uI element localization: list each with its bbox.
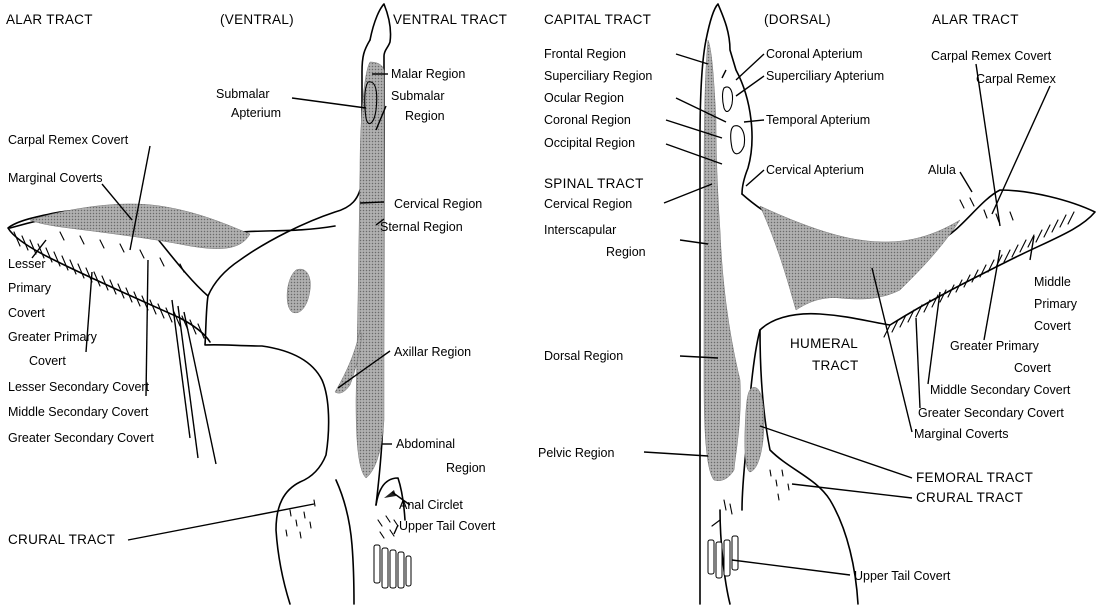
label-pelvic-region: Pelvic Region	[538, 446, 614, 460]
label-marginal-coverts-dorsal: Marginal Coverts	[914, 427, 1008, 441]
label-interscapular-region-1: Interscapular	[544, 223, 616, 237]
label-greater-primary-covert-dorsal-2: Covert	[1014, 361, 1051, 375]
dorsal-femoral-shading	[745, 387, 764, 472]
label-upper-tail-covert-ventral: Upper Tail Covert	[399, 519, 496, 533]
label-greater-secondary-covert-ventral: Greater Secondary Covert	[8, 431, 154, 445]
label-lesser-secondary-covert: Lesser Secondary Covert	[8, 380, 150, 394]
label-greater-primary-covert-dorsal-1: Greater Primary	[950, 339, 1040, 353]
ventral-body-outline	[8, 4, 405, 604]
label-abdominal-region-1: Abdominal	[396, 437, 455, 451]
label-crural-tract-ventral: CRURAL TRACT	[8, 532, 115, 547]
label-sternal-region: Sternal Region	[380, 220, 463, 234]
label-anal-circlet: Anal Circlet	[399, 498, 463, 512]
ventral-humeral-patch	[287, 269, 310, 313]
label-capital-tract: CAPITAL TRACT	[544, 12, 651, 27]
label-dorsal-view: (DORSAL)	[764, 12, 831, 27]
label-middle-primary-covert-1: Middle	[1034, 275, 1071, 289]
label-axillar-region: Axillar Region	[394, 345, 471, 359]
label-marginal-coverts-ventral: Marginal Coverts	[8, 171, 102, 185]
label-middle-secondary-covert-ventral: Middle Secondary Covert	[8, 405, 149, 419]
label-crural-tract-dorsal: CRURAL TRACT	[916, 490, 1023, 505]
label-humeral-tract-2: TRACT	[812, 358, 859, 373]
label-greater-primary-covert-1: Greater Primary	[8, 330, 98, 344]
label-femoral-tract: FEMORAL TRACT	[916, 470, 1033, 485]
label-superciliary-region: Superciliary Region	[544, 69, 652, 83]
label-interscapular-region-2: Region	[606, 245, 646, 259]
dorsal-coronal-apterium	[723, 87, 733, 112]
ventral-view	[8, 4, 411, 604]
label-carpal-remex-covert-ventral: Carpal Remex Covert	[8, 133, 129, 147]
label-submalar-apterium-2: Apterium	[231, 106, 281, 120]
label-ventral-view: (VENTRAL)	[220, 12, 294, 27]
label-submalar-region-1: Submalar	[391, 89, 445, 103]
leader-lines	[32, 54, 1050, 575]
label-carpal-remex: Carpal Remex	[976, 72, 1057, 86]
label-greater-secondary-covert-dorsal: Greater Secondary Covert	[918, 406, 1064, 420]
label-middle-primary-covert-2: Primary	[1034, 297, 1078, 311]
label-malar-region: Malar Region	[391, 67, 465, 81]
label-lesser-primary-covert-2: Primary	[8, 281, 52, 295]
ventral-marginal-coverts-shading	[30, 204, 250, 249]
label-spinal-tract: SPINAL TRACT	[544, 176, 644, 191]
label-ocular-region: Ocular Region	[544, 91, 624, 105]
label-submalar-apterium-1: Submalar	[216, 87, 270, 101]
label-middle-secondary-covert-dorsal: Middle Secondary Covert	[930, 383, 1071, 397]
label-superciliary-apterium: Superciliary Apterium	[766, 69, 884, 83]
label-submalar-region-2: Region	[405, 109, 445, 123]
label-humeral-tract-1: HUMERAL	[790, 336, 858, 351]
ventral-labels: ALAR TRACT (VENTRAL) VENTRAL TRACT Subma…	[6, 12, 507, 547]
label-upper-tail-covert-dorsal: Upper Tail Covert	[854, 569, 951, 583]
label-lesser-primary-covert-1: Lesser	[8, 257, 46, 271]
label-coronal-region: Coronal Region	[544, 113, 631, 127]
label-abdominal-region-2: Region	[446, 461, 486, 475]
label-cervical-apterium: Cervical Apterium	[766, 163, 864, 177]
label-ventral-tract: VENTRAL TRACT	[393, 12, 507, 27]
label-dorsal-region: Dorsal Region	[544, 349, 623, 363]
ventral-crural-feathers	[286, 500, 315, 538]
label-cervical-region-ventral: Cervical Region	[394, 197, 482, 211]
label-alula: Alula	[928, 163, 956, 177]
label-cervical-region-dorsal: Cervical Region	[544, 197, 632, 211]
label-occipital-region: Occipital Region	[544, 136, 635, 150]
label-greater-primary-covert-2: Covert	[29, 354, 66, 368]
dorsal-capital-spinal-shading	[704, 40, 740, 481]
dorsal-temporal-apterium	[731, 126, 745, 154]
label-alar-tract-dorsal: ALAR TRACT	[932, 12, 1019, 27]
label-alar-tract-ventral: ALAR TRACT	[6, 12, 93, 27]
label-lesser-primary-covert-3: Covert	[8, 306, 45, 320]
label-coronal-apterium: Coronal Apterium	[766, 47, 863, 61]
label-middle-primary-covert-3: Covert	[1034, 319, 1071, 333]
ventral-tract-shading	[356, 62, 384, 478]
label-temporal-apterium: Temporal Apterium	[766, 113, 870, 127]
label-frontal-region: Frontal Region	[544, 47, 626, 61]
dorsal-humeral-shading	[760, 206, 960, 310]
dorsal-crural-feathers	[770, 470, 789, 500]
label-carpal-remex-covert-dorsal: Carpal Remex Covert	[931, 49, 1052, 63]
